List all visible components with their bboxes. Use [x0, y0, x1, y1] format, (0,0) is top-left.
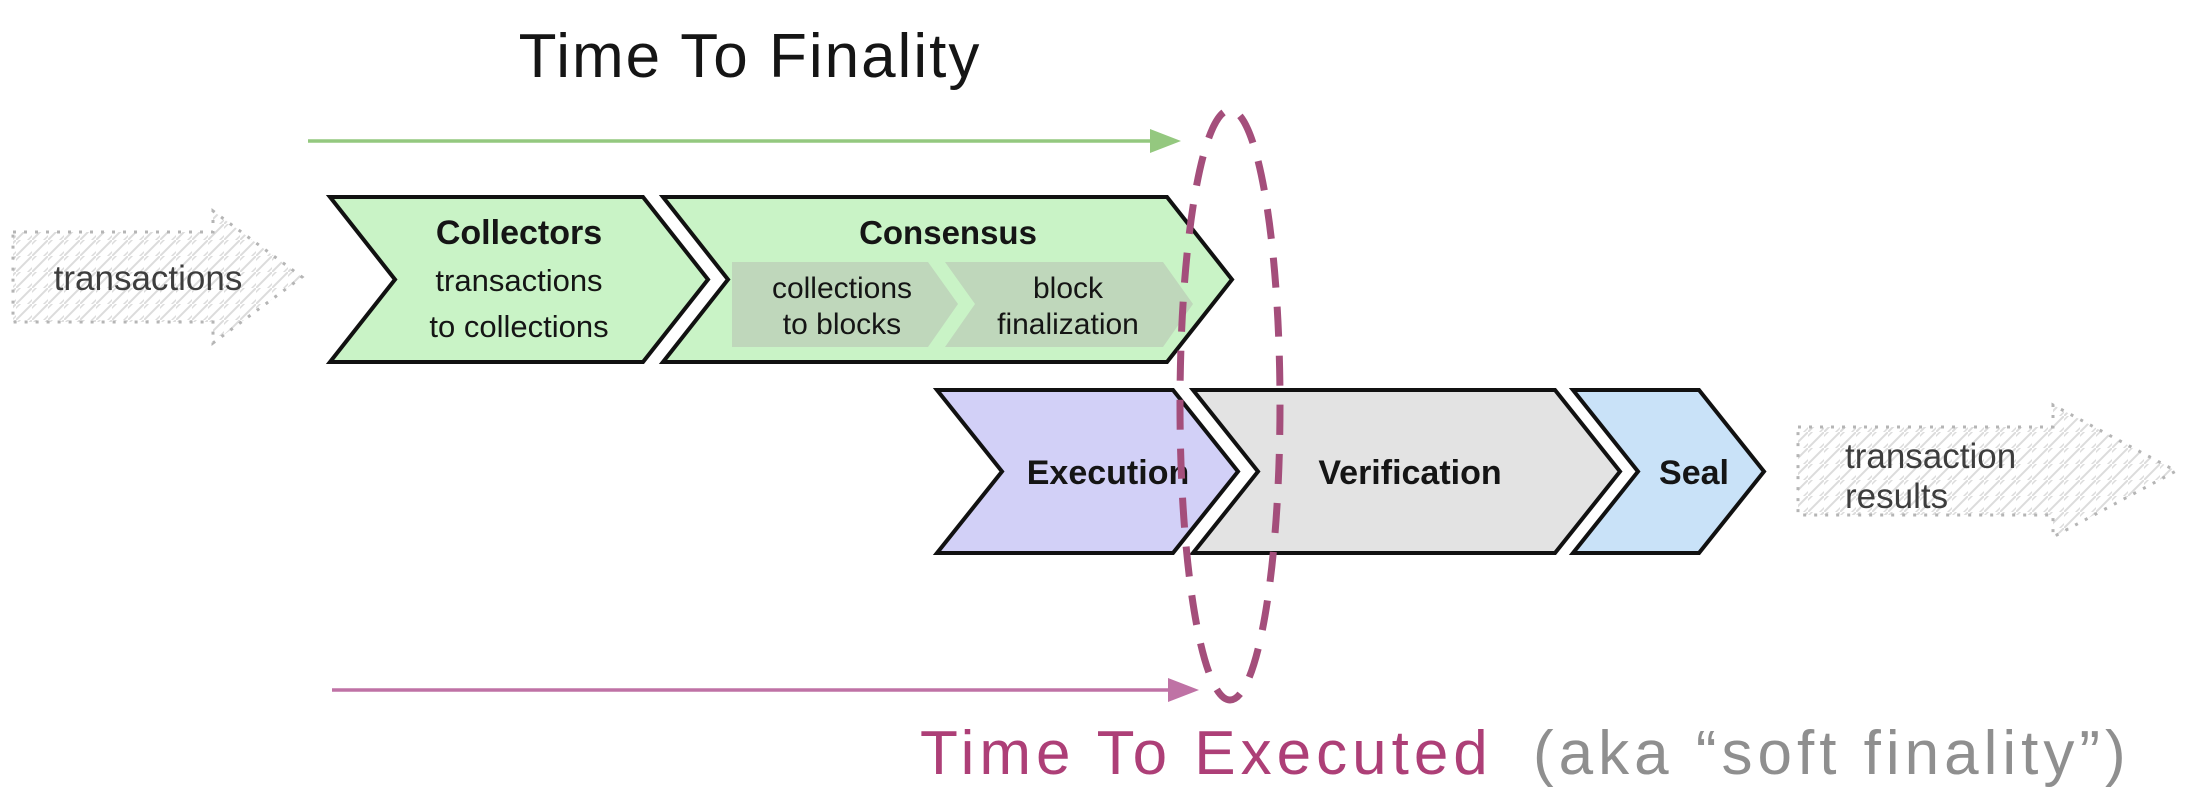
time-to-executed-title: Time To Executed (aka “soft finality”)	[920, 719, 2131, 788]
input-arrow: transactions	[11, 208, 305, 346]
time-to-executed-suffix: (aka “soft finality”)	[1533, 719, 2131, 788]
consensus-sub2-chevron	[945, 262, 1193, 347]
time-to-finality-annotation: Time To Finality	[308, 22, 1181, 153]
output-arrow-line1: transaction	[1845, 437, 2016, 476]
consensus-sub1-line2: to blocks	[783, 308, 901, 341]
consensus-sub1-line1: collections	[772, 272, 912, 305]
consensus-sub-block-finalization: block finalization	[945, 262, 1193, 347]
consensus-title: Consensus	[859, 214, 1037, 251]
seal-title: Seal	[1659, 454, 1729, 492]
execution-title: Execution	[1027, 454, 1189, 492]
stage-seal: Seal	[1568, 388, 1767, 555]
stage-verification: Verification	[1188, 388, 1623, 555]
executed-arrowhead-icon	[1168, 678, 1199, 702]
verification-chevron	[1188, 388, 1623, 555]
output-arrow-shape	[1796, 402, 2180, 540]
finality-arrowhead-icon	[1150, 129, 1181, 153]
stage-execution: Execution	[932, 388, 1241, 555]
execution-chevron	[932, 388, 1241, 555]
executed-boundary-ellipse	[1176, 106, 1284, 704]
consensus-sub-collections-to-blocks: collections to blocks	[732, 262, 958, 347]
time-to-finality-title: Time To Finality	[519, 22, 982, 91]
collectors-title: Collectors	[436, 214, 602, 252]
time-to-executed-main: Time To Executed	[920, 719, 1493, 788]
input-arrow-shape	[11, 208, 305, 346]
consensus-sub2-line2: finalization	[997, 308, 1139, 341]
consensus-sub2-line1: block	[1033, 272, 1104, 305]
consensus-sub1-chevron	[732, 262, 958, 347]
output-arrow: transaction results	[1796, 402, 2180, 540]
seal-chevron	[1568, 388, 1767, 555]
collectors-line1: transactions	[435, 263, 602, 298]
input-arrow-label: transactions	[54, 259, 243, 298]
time-to-executed-annotation: Time To Executed (aka “soft finality”)	[332, 678, 2131, 788]
output-arrow-line2: results	[1845, 477, 1948, 516]
collectors-chevron	[325, 195, 711, 364]
stage-consensus: Consensus collections to blocks block fi…	[658, 195, 1235, 364]
collectors-line2: to collections	[429, 309, 608, 344]
verification-title: Verification	[1318, 454, 1501, 492]
stage-collectors: Collectors transactions to collections	[325, 195, 711, 364]
